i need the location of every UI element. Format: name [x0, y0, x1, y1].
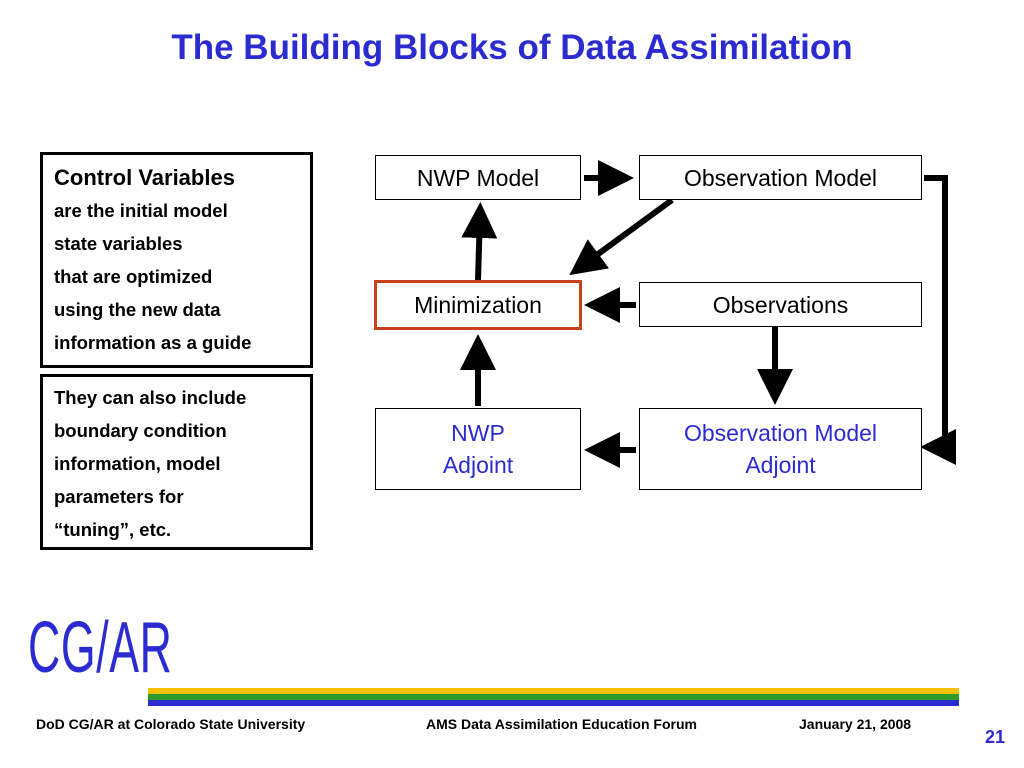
stripe-yellow: [148, 688, 959, 694]
cgar-logo: CG/AR: [28, 608, 173, 688]
tuning-line: “tuning”, etc.: [54, 519, 172, 540]
slide-title: The Building Blocks of Data Assimilation: [171, 28, 853, 67]
node-observations: Observations: [639, 282, 922, 327]
page-number: 21: [985, 727, 1006, 747]
control-variables-line: state variables: [54, 233, 183, 254]
tuning-line: boundary condition: [54, 420, 227, 441]
node-observations-label: Observations: [712, 291, 849, 318]
node-nwp-adjoint-label-line2: Adjoint: [442, 452, 514, 478]
node-minimization-label: Minimization: [414, 292, 542, 318]
arrow-minimization-to-nwp: [461, 202, 498, 281]
node-nwp-adjoint: NWP Adjoint: [375, 408, 581, 490]
node-nwp-adjoint-label-line1: NWP: [451, 420, 505, 446]
tuning-line: They can also include: [54, 387, 247, 408]
control-variables-heading: Control Variables: [54, 165, 235, 190]
node-minimization: Minimization: [374, 280, 582, 330]
footer-center: AMS Data Assimilation Education Forum: [426, 716, 697, 732]
arrow-obsmodel-to-obsadjoint-loop: [920, 175, 956, 465]
control-variables-line: using the new data: [54, 299, 221, 320]
node-observation-model-adjoint-label-line1: Observation Model: [683, 420, 878, 446]
tuning-line: information, model: [54, 453, 221, 474]
footer-right: January 21, 2008: [799, 716, 912, 732]
footer-left: DoD CG/AR at Colorado State University: [36, 716, 306, 732]
node-nwp-model-label: NWP Model: [416, 164, 540, 191]
node-observation-model-adjoint: Observation Model Adjoint: [639, 408, 922, 490]
tuning-line: parameters for: [54, 486, 184, 507]
arrow-obsmodel-to-minimization: [569, 197, 674, 276]
control-variables-line: that are optimized: [54, 266, 213, 287]
control-variables-line: information as a guide: [54, 332, 252, 353]
node-observation-model-adjoint-label-line2: Adjoint: [745, 452, 816, 478]
control-variables-line: are the initial model: [54, 200, 228, 221]
node-nwp-model: NWP Model: [375, 155, 581, 200]
node-observation-model-label: Observation Model: [683, 164, 878, 191]
control-variables-box: Control Variables are the initial model …: [40, 152, 313, 368]
stripe-green: [148, 694, 959, 700]
tuning-box: They can also include boundary condition…: [40, 374, 313, 550]
node-observation-model: Observation Model: [639, 155, 922, 200]
stripe-blue: [148, 700, 959, 706]
